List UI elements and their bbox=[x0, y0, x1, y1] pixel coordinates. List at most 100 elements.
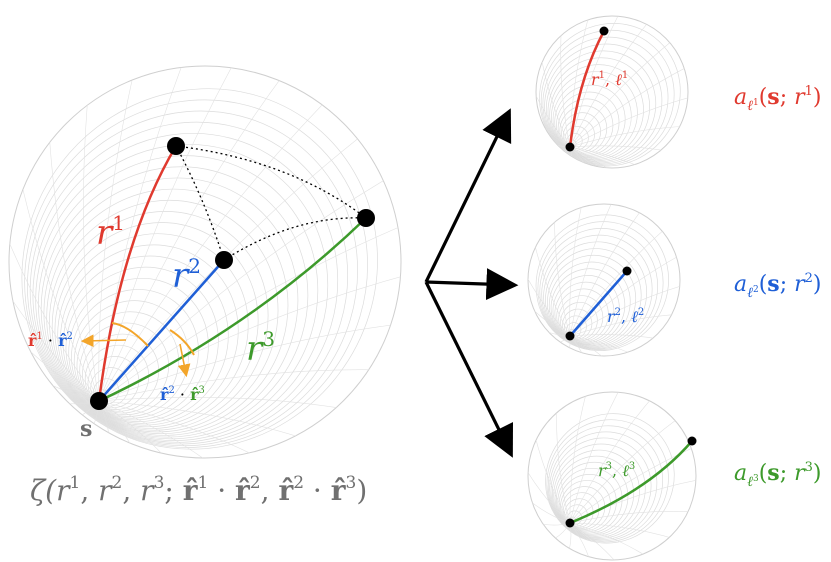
angle-arc-r2-r3 bbox=[169, 329, 195, 356]
grid-ring bbox=[35, 144, 329, 441]
arrow-to-sphere-1 bbox=[424, 108, 512, 283]
grid-meridian bbox=[569, 146, 596, 168]
grid-ring bbox=[535, 214, 669, 352]
main-sphere: s r1 r2 r3 r̂1 · r̂2 r̂2 · r̂3 ζ(r1, r2,… bbox=[8, 65, 402, 507]
func-label-3: aℓ3(s; r3) bbox=[734, 460, 822, 490]
fan-arrows bbox=[424, 108, 519, 458]
angle-arc-r1-r2 bbox=[111, 322, 149, 347]
grid-ring bbox=[43, 177, 299, 436]
grid-meridian bbox=[569, 313, 680, 337]
grid-meridian bbox=[536, 58, 571, 148]
grid-ring bbox=[57, 233, 249, 428]
small-label-1: r1, ℓ1 bbox=[591, 70, 628, 89]
grid-ring bbox=[32, 132, 339, 443]
grid-ring bbox=[547, 57, 651, 162]
grid-meridian bbox=[569, 16, 630, 148]
grid-meridian bbox=[9, 205, 100, 402]
grid-ring bbox=[24, 99, 368, 448]
grid-meridian bbox=[569, 335, 622, 356]
grid-meridian bbox=[98, 400, 206, 458]
grid-ring bbox=[29, 121, 349, 445]
grid-meridian bbox=[569, 279, 680, 337]
grid-meridian bbox=[528, 279, 571, 337]
grid-meridian bbox=[569, 522, 667, 560]
grid-ring bbox=[543, 241, 648, 348]
formula-zeta: ζ(r1, r2, r3; r̂1 · r̂2, r̂2 · r̂3) bbox=[30, 473, 367, 507]
grid-ring bbox=[542, 36, 669, 165]
dotted-edge-1-2 bbox=[175, 145, 225, 261]
grid-meridian bbox=[528, 475, 571, 524]
grid-meridian bbox=[569, 522, 632, 560]
grid-ring bbox=[545, 413, 675, 544]
grid-meridian bbox=[528, 438, 571, 524]
grid-meridian bbox=[569, 335, 654, 356]
grid-meridian bbox=[569, 91, 688, 148]
small-label-3: r3, ℓ3 bbox=[598, 461, 635, 480]
grid-meridian bbox=[98, 66, 262, 402]
grid-ring bbox=[40, 166, 309, 438]
arrow-to-sphere-3 bbox=[424, 281, 514, 458]
small-sphere-1: r1, ℓ1 bbox=[535, 15, 689, 169]
label-dot-r2-r3: r̂2 · r̂3 bbox=[160, 385, 205, 404]
grid-meridian bbox=[569, 522, 594, 560]
grid-ring bbox=[540, 29, 675, 166]
label-r2: r2 bbox=[172, 254, 201, 296]
grid-meridian bbox=[569, 204, 588, 337]
grid-meridian bbox=[98, 400, 262, 458]
grid-meridian bbox=[98, 205, 401, 402]
grid-meridian bbox=[98, 400, 149, 458]
grid-meridian bbox=[569, 510, 696, 524]
point-r3-end bbox=[357, 209, 375, 227]
grid-ring bbox=[51, 211, 269, 431]
grid-meridian bbox=[569, 204, 622, 337]
small-point-2-start bbox=[565, 331, 575, 341]
grid-ring bbox=[539, 228, 658, 350]
label-source: s bbox=[80, 416, 92, 442]
small-ray-2 bbox=[569, 270, 628, 337]
func-label-2: aℓ2(s; r2) bbox=[734, 271, 822, 301]
grid-ring bbox=[27, 110, 358, 447]
grid-meridian bbox=[9, 151, 100, 402]
angle-arrow-r2-r3 bbox=[177, 343, 191, 378]
small-point-3-end bbox=[687, 436, 697, 446]
grid-ring bbox=[54, 222, 259, 429]
small-point-1-end bbox=[599, 26, 609, 36]
point-r1-end bbox=[167, 137, 185, 155]
label-r3: r3 bbox=[246, 327, 275, 369]
small-point-2-end bbox=[622, 266, 632, 276]
ray-r1 bbox=[97, 145, 178, 402]
grid-ring bbox=[545, 50, 657, 163]
small-sphere-2: r2, ℓ2 bbox=[527, 203, 681, 357]
label-dot-r1-r2: r̂1 · r̂2 bbox=[28, 331, 73, 350]
angle-arrow-r1-r2 bbox=[80, 334, 127, 348]
small-label-2: r2, ℓ2 bbox=[607, 307, 644, 326]
small-point-1-start bbox=[565, 142, 575, 152]
small-ray-1 bbox=[568, 30, 606, 148]
grid-ring bbox=[38, 155, 319, 440]
grid-meridian bbox=[569, 16, 596, 148]
grid-meridian bbox=[528, 246, 571, 337]
grid-ring bbox=[541, 234, 653, 349]
grid-meridian bbox=[569, 146, 662, 168]
grid-ring bbox=[21, 88, 378, 450]
grid-ring bbox=[545, 248, 642, 347]
arrow-to-sphere-2 bbox=[425, 268, 519, 301]
label-r1: r1 bbox=[96, 211, 125, 253]
grid-meridian bbox=[569, 245, 680, 337]
grid-ring bbox=[537, 221, 664, 351]
grid-ring bbox=[549, 64, 644, 161]
grid-meridian bbox=[569, 146, 630, 168]
grid-meridian bbox=[569, 392, 594, 524]
point-r2-end bbox=[215, 251, 233, 269]
grid-meridian bbox=[98, 400, 316, 458]
ray-r2 bbox=[98, 259, 225, 402]
grid-meridian bbox=[569, 438, 696, 524]
func-label-1: aℓ1(s; r1) bbox=[734, 84, 822, 114]
grid-meridian bbox=[569, 335, 588, 356]
grid-meridian bbox=[569, 57, 688, 148]
grid-ring bbox=[46, 188, 289, 435]
small-point-3-start bbox=[565, 518, 575, 528]
small-ray-3 bbox=[569, 440, 693, 525]
grid-meridian bbox=[569, 392, 632, 524]
